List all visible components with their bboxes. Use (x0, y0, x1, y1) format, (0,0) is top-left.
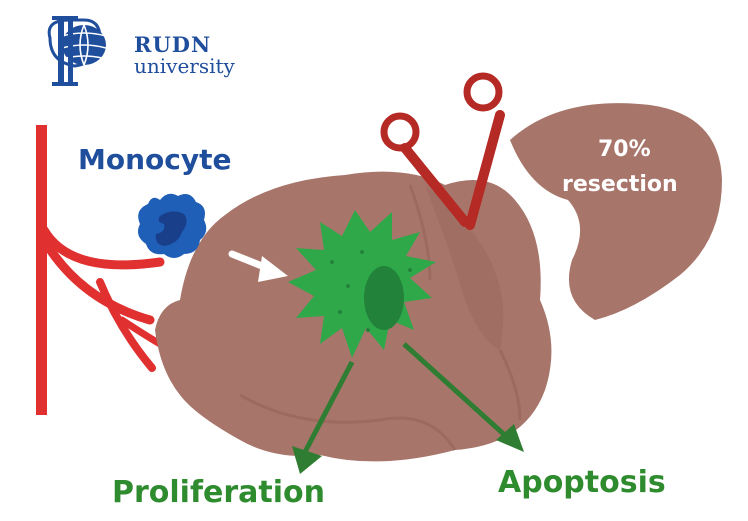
entry-arrow (228, 250, 288, 282)
monocyte-label: Monocyte (78, 143, 232, 176)
logo-text-rudn: RUDN (134, 32, 212, 57)
blood-vessel (36, 125, 179, 415)
resected-liver-lobe (510, 103, 722, 320)
macrophage-cell-icon (288, 210, 436, 358)
proliferation-arrow (292, 360, 355, 474)
proliferation-label: Proliferation (112, 475, 325, 510)
logo-text-university: university (134, 54, 235, 78)
apoptosis-arrow (402, 342, 524, 452)
apoptosis-label: Apoptosis (498, 465, 666, 500)
rudn-logo-icon (47, 16, 107, 86)
scissors-icon (380, 72, 505, 230)
monocyte-cell-icon (138, 193, 207, 258)
resection-label: resection (562, 172, 678, 197)
resection-percent-label: 70% (598, 137, 651, 162)
